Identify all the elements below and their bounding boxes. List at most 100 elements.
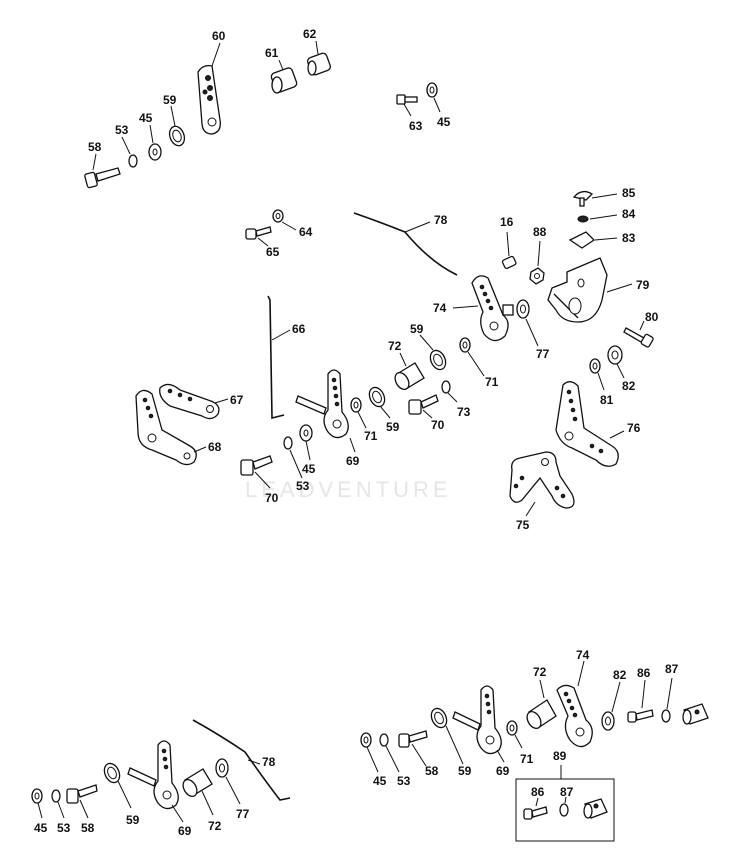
label-83: 83	[622, 231, 636, 245]
part-84-washer	[577, 215, 589, 223]
label-53-b: 53	[296, 479, 310, 493]
label-78-a: 78	[434, 213, 448, 227]
label-64: 64	[299, 225, 313, 239]
label-16: 16	[500, 215, 514, 229]
part-70-bolt	[408, 394, 439, 415]
label-74-b: 74	[576, 648, 590, 662]
part-53-lockwasher-b	[283, 436, 293, 450]
label-86-a: 86	[637, 666, 651, 680]
part-62-bushing	[307, 52, 331, 76]
label-60: 60	[212, 29, 226, 43]
label-45-e: 45	[34, 821, 48, 835]
label-63: 63	[409, 119, 423, 133]
label-45-b: 45	[139, 111, 153, 125]
label-75: 75	[516, 518, 530, 532]
label-88: 88	[533, 225, 547, 239]
part-74-lever-b	[556, 684, 593, 748]
label-73: 73	[457, 405, 471, 419]
watermark: LEADVENTURE	[245, 477, 452, 502]
part-85-screw	[572, 190, 594, 207]
part-83-clip	[568, 231, 596, 249]
part-68-lever	[135, 389, 197, 466]
label-59-e: 59	[126, 813, 140, 827]
part-58-bolt-c	[66, 784, 98, 804]
label-59-d: 59	[458, 764, 472, 778]
label-72-a: 72	[388, 339, 402, 353]
label-72-b: 72	[533, 665, 547, 679]
kit-89-box	[515, 778, 615, 842]
label-81: 81	[600, 393, 614, 407]
label-86-b: 86	[531, 785, 545, 799]
label-71-a: 71	[485, 375, 499, 389]
part-63-bolt	[396, 94, 418, 105]
label-82-b: 82	[613, 668, 627, 682]
part-72-bushing	[394, 362, 425, 391]
label-59-c: 59	[386, 420, 400, 434]
label-85: 85	[622, 186, 636, 200]
part-74-lever	[471, 275, 514, 342]
label-45-d: 45	[373, 774, 387, 788]
label-80: 80	[645, 310, 659, 324]
part-16-pin	[501, 255, 517, 270]
part-78-rod-b	[192, 719, 291, 801]
label-59-a: 59	[163, 93, 177, 107]
label-61: 61	[265, 46, 279, 60]
label-69-c: 69	[178, 824, 192, 838]
part-67-lever	[159, 383, 220, 420]
label-76: 76	[627, 421, 641, 435]
label-72-c: 72	[208, 819, 222, 833]
label-87-b: 87	[560, 785, 574, 799]
label-77-b: 77	[236, 807, 250, 821]
part-73-washer	[441, 380, 451, 394]
part-53-lockwasher-c	[379, 733, 389, 747]
part-60-plate	[197, 64, 221, 135]
label-87-a: 87	[665, 662, 679, 676]
part-87-washer	[661, 709, 671, 723]
label-71-b: 71	[364, 429, 378, 443]
label-53-top: 53	[115, 123, 129, 137]
label-45-top: 45	[437, 115, 451, 129]
part-69-lever	[295, 369, 349, 439]
part-72-bushing-b	[526, 699, 557, 730]
part-86-screw	[627, 709, 654, 723]
part-69-lever-c	[127, 740, 179, 810]
label-78-b: 78	[262, 755, 276, 769]
label-66: 66	[292, 322, 306, 336]
label-45-c: 45	[302, 462, 316, 476]
label-58-top: 58	[88, 140, 102, 154]
label-79: 79	[636, 278, 650, 292]
part-barrel-nut-b	[583, 798, 608, 819]
part-76-lever	[555, 381, 619, 467]
part-58-bolt-b	[398, 730, 428, 748]
label-71-c: 71	[520, 752, 534, 766]
part-72-bushing-c	[182, 768, 213, 798]
label-58-b: 58	[425, 764, 439, 778]
label-69-a: 69	[346, 454, 360, 468]
label-68: 68	[208, 440, 222, 454]
label-67: 67	[230, 393, 244, 407]
label-65: 65	[266, 245, 280, 259]
label-82-a: 82	[622, 379, 636, 393]
label-53-c: 53	[397, 774, 411, 788]
label-77-a: 77	[536, 347, 550, 361]
part-69-lever-b	[452, 685, 502, 755]
part-87-washer-b	[559, 803, 569, 817]
label-70-a: 70	[431, 418, 445, 432]
part-75-lever	[509, 451, 575, 509]
part-79-bracket	[547, 257, 608, 323]
part-61-bushing	[270, 67, 298, 94]
label-84: 84	[622, 207, 636, 221]
label-53-d: 53	[57, 821, 71, 835]
part-70-bolt-b	[240, 455, 273, 476]
part-65-bolt	[245, 226, 272, 240]
part-barrel-nut	[682, 703, 709, 725]
part-53-lockwasher	[128, 154, 138, 168]
label-69-b: 69	[496, 764, 510, 778]
part-53-lockwasher-d	[51, 789, 61, 803]
label-62: 62	[303, 27, 317, 41]
label-74-a: 74	[433, 301, 447, 315]
part-58-bolt	[84, 167, 121, 189]
label-59-b: 59	[410, 322, 424, 336]
